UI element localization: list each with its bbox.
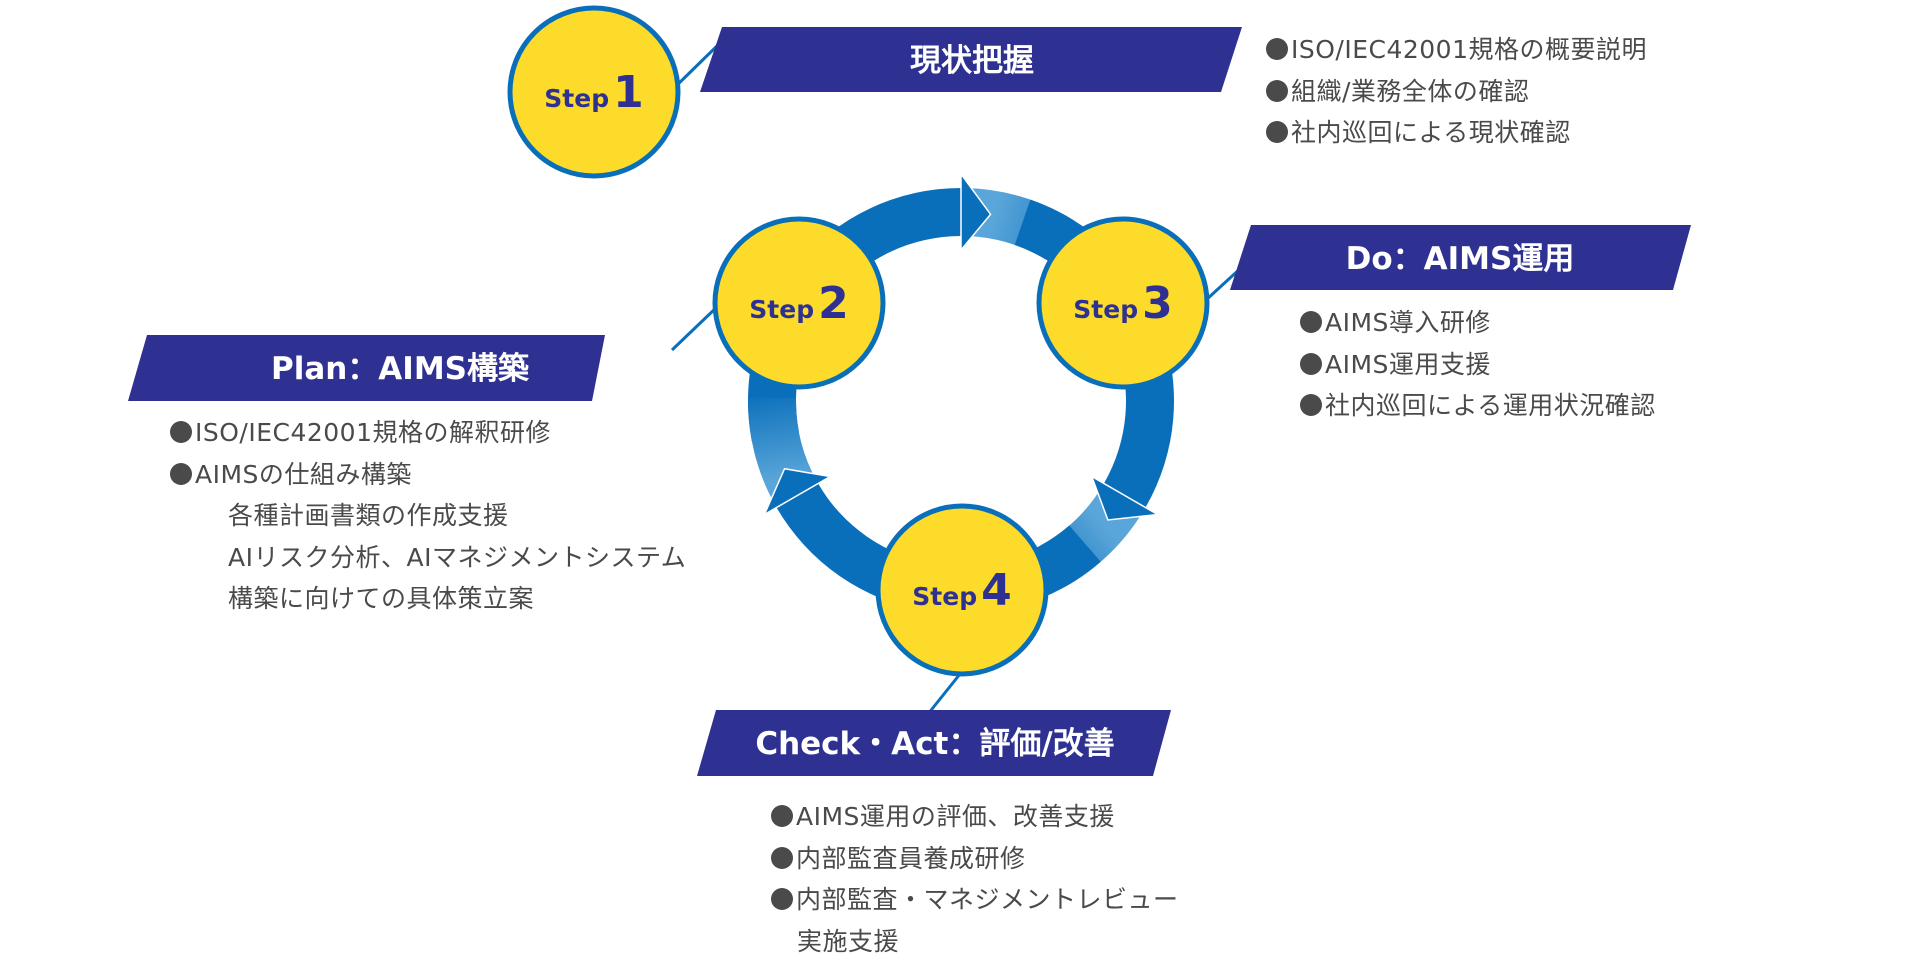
bullet-dot-icon: [771, 805, 793, 827]
bullet-dot-icon: [1300, 311, 1322, 333]
title-bar-step2: Plan：AIMS構築: [128, 335, 605, 401]
step-label: Step: [749, 295, 814, 324]
title-bar-step3: Do：AIMS運用: [1230, 225, 1691, 290]
bullet-dot-icon: [1266, 38, 1288, 60]
bullet-item: AIMS運用の評価、改善支援: [771, 796, 1179, 838]
bullet-text: AIMSの仕組み構築: [195, 460, 412, 489]
step-circle-4: Step4: [878, 506, 1046, 674]
bullet-item: 内部監査・マネジメントレビュー: [771, 879, 1179, 921]
title-step4: Check・Act：評価/改善: [755, 726, 1114, 762]
step-label: Step: [1073, 295, 1138, 324]
bullet-list-step1: ISO/IEC42001規格の概要説明組織/業務全体の確認社内巡回による現状確認: [1266, 29, 1647, 154]
bullet-subitem: AIリスク分析、AIマネジメントシステム: [170, 537, 686, 579]
bullet-continuation: 実施支援: [771, 921, 1179, 962]
bullet-item: 社内巡回による現状確認: [1266, 112, 1647, 154]
bullet-text: 内部監査員養成研修: [796, 844, 1026, 873]
step-circle-3: Step3: [1039, 219, 1207, 387]
bullet-text: 社内巡回による運用状況確認: [1325, 391, 1656, 420]
bullet-item: AIMSの仕組み構築: [170, 454, 686, 496]
connector-step4: [928, 674, 960, 714]
bullet-dot-icon: [1266, 121, 1288, 143]
bullet-dot-icon: [771, 847, 793, 869]
title-step3: Do：AIMS運用: [1346, 241, 1575, 277]
bullet-item: 組織/業務全体の確認: [1266, 71, 1647, 113]
step-number: 3: [1142, 278, 1173, 329]
bullet-text: 内部監査・マネジメントレビュー: [796, 885, 1179, 914]
bullet-subitem: 構築に向けての具体策立案: [170, 578, 686, 620]
bullet-item: 社内巡回による運用状況確認: [1300, 385, 1656, 427]
bullet-text: AIMS運用の評価、改善支援: [796, 802, 1115, 831]
bullet-item: AIMS導入研修: [1300, 302, 1656, 344]
bullet-list-step3: AIMS導入研修 AIMS運用支援社内巡回による運用状況確認: [1300, 302, 1656, 427]
bullet-text: AIMS運用支援: [1325, 350, 1491, 379]
step-number: 1: [613, 67, 644, 118]
bullet-text: 組織/業務全体の確認: [1291, 77, 1529, 106]
bullet-item: 内部監査員養成研修: [771, 838, 1179, 880]
title-step2: Plan：AIMS構築: [271, 351, 530, 387]
bullet-list-step2: ISO/IEC42001規格の解釈研修 AIMSの仕組み構築各種計画書類の作成支援…: [170, 412, 686, 620]
title-bar-step4: Check・Act：評価/改善: [697, 710, 1171, 776]
bullet-dot-icon: [170, 463, 192, 485]
step-number: 2: [818, 278, 849, 329]
title-step1: 現状把握: [910, 43, 1034, 79]
step-label: Step: [912, 582, 977, 611]
bullet-subitem: 各種計画書類の作成支援: [170, 495, 686, 537]
bullet-item: AIMS運用支援: [1300, 344, 1656, 386]
step-label: Step: [544, 84, 609, 113]
bullet-text: 社内巡回による現状確認: [1291, 118, 1571, 147]
bullet-item: ISO/IEC42001規格の概要説明: [1266, 29, 1647, 71]
bullet-dot-icon: [1300, 353, 1322, 375]
bullet-text: ISO/IEC42001規格の概要説明: [1291, 35, 1647, 64]
step-circle-1: Step1: [510, 8, 678, 176]
bullet-item: ISO/IEC42001規格の解釈研修: [170, 412, 686, 454]
bullet-text: AIMS導入研修: [1325, 308, 1491, 337]
bullet-text: ISO/IEC42001規格の解釈研修: [195, 418, 551, 447]
connector-step2: [672, 306, 718, 350]
bullet-list-step4: AIMS運用の評価、改善支援内部監査員養成研修内部監査・マネジメントレビュー実施…: [771, 796, 1179, 962]
step-circle-2: Step2: [715, 219, 883, 387]
arrow-step2-to-step3-head-icon: [961, 174, 991, 250]
bullet-dot-icon: [170, 421, 192, 443]
bullet-dot-icon: [771, 888, 793, 910]
step-number: 4: [981, 565, 1012, 616]
bullet-dot-icon: [1266, 80, 1288, 102]
title-bar-step1: 現状把握: [700, 27, 1242, 92]
bullet-dot-icon: [1300, 394, 1322, 416]
